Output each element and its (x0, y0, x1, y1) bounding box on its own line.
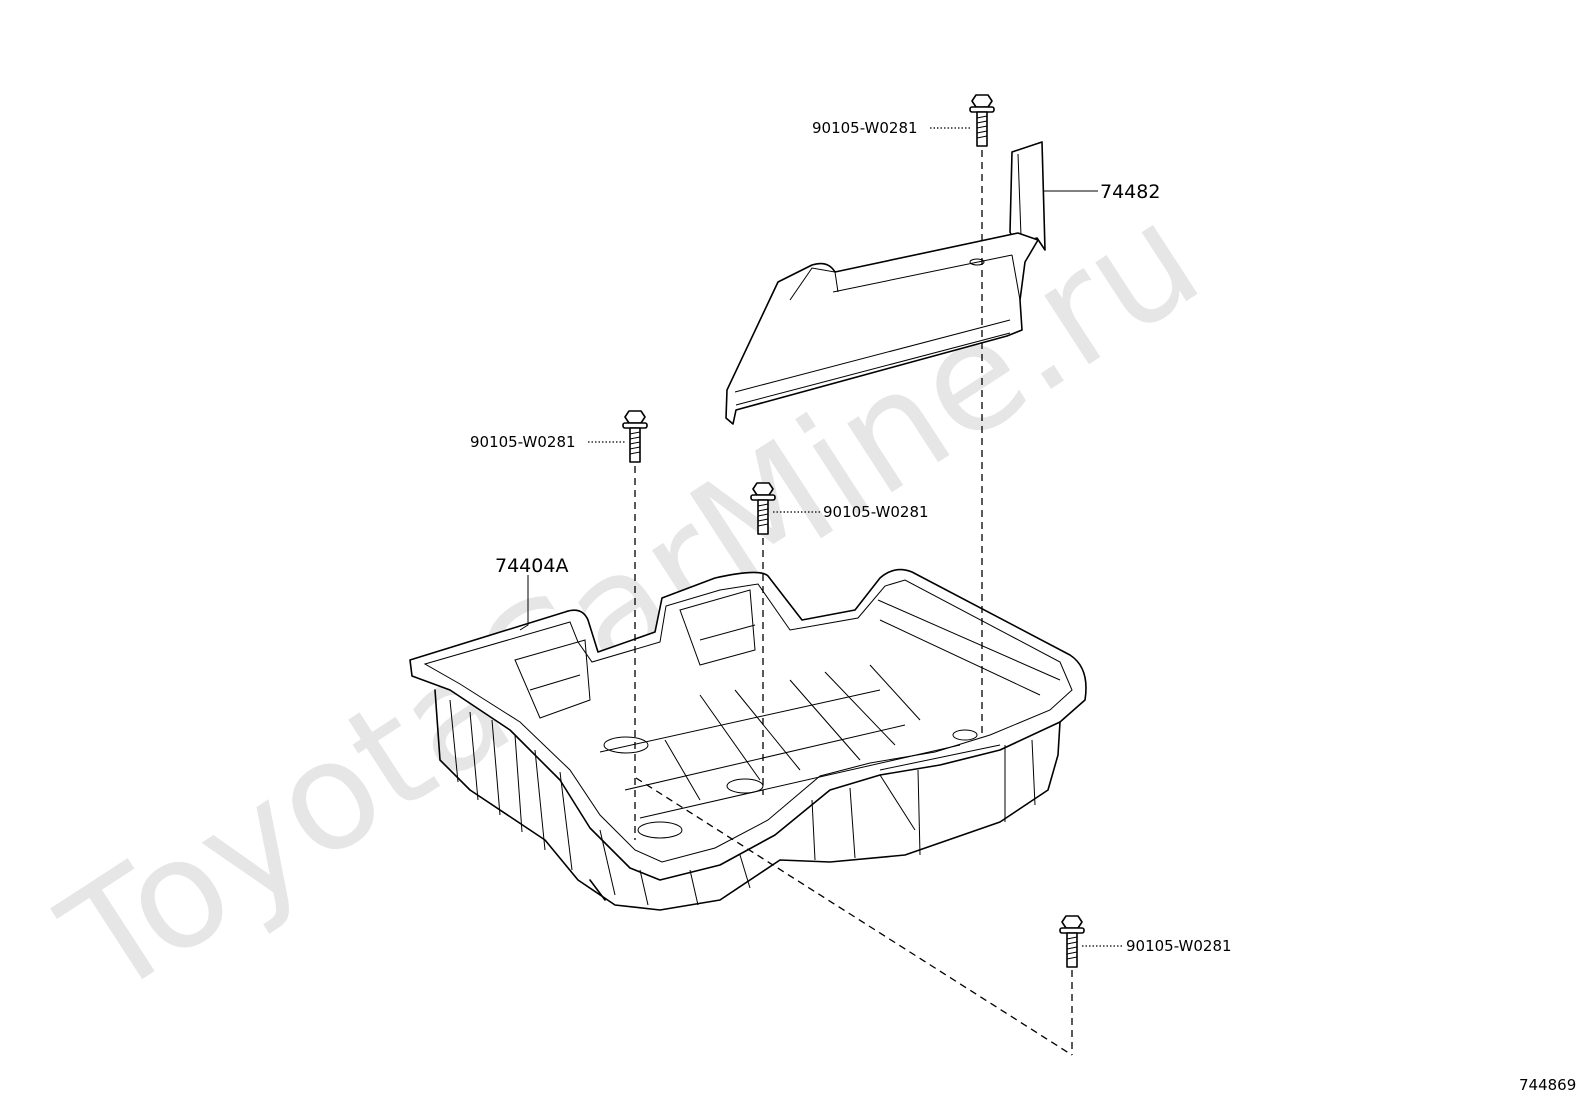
watermark: ToyotaCarMine.ru (34, 171, 1229, 1031)
bolt-top-drawing[interactable] (969, 94, 995, 147)
callout-bolt-bottom-right[interactable]: 90105-W0281 (1126, 937, 1232, 955)
callout-tray-74404A[interactable]: 74404A (495, 555, 568, 577)
assembly-lines (634, 150, 1073, 1056)
bolt-center-drawing[interactable] (750, 482, 776, 535)
bolt-left-drawing[interactable] (622, 410, 648, 463)
battery-tray-74404A-drawing[interactable] (409, 568, 1087, 911)
bracket-74482-drawing[interactable] (725, 141, 1046, 425)
callout-bolt-center[interactable]: 90105-W0281 (823, 503, 929, 521)
illustration-ref-number: 744869 (1519, 1076, 1576, 1094)
callout-bracket-74482[interactable]: 74482 (1100, 181, 1160, 203)
leader-lines (519, 127, 1122, 947)
bolt-bottom-right-drawing[interactable] (1059, 915, 1085, 968)
callout-bolt-left[interactable]: 90105-W0281 (470, 433, 576, 451)
callout-bolt-top[interactable]: 90105-W0281 (812, 119, 918, 137)
